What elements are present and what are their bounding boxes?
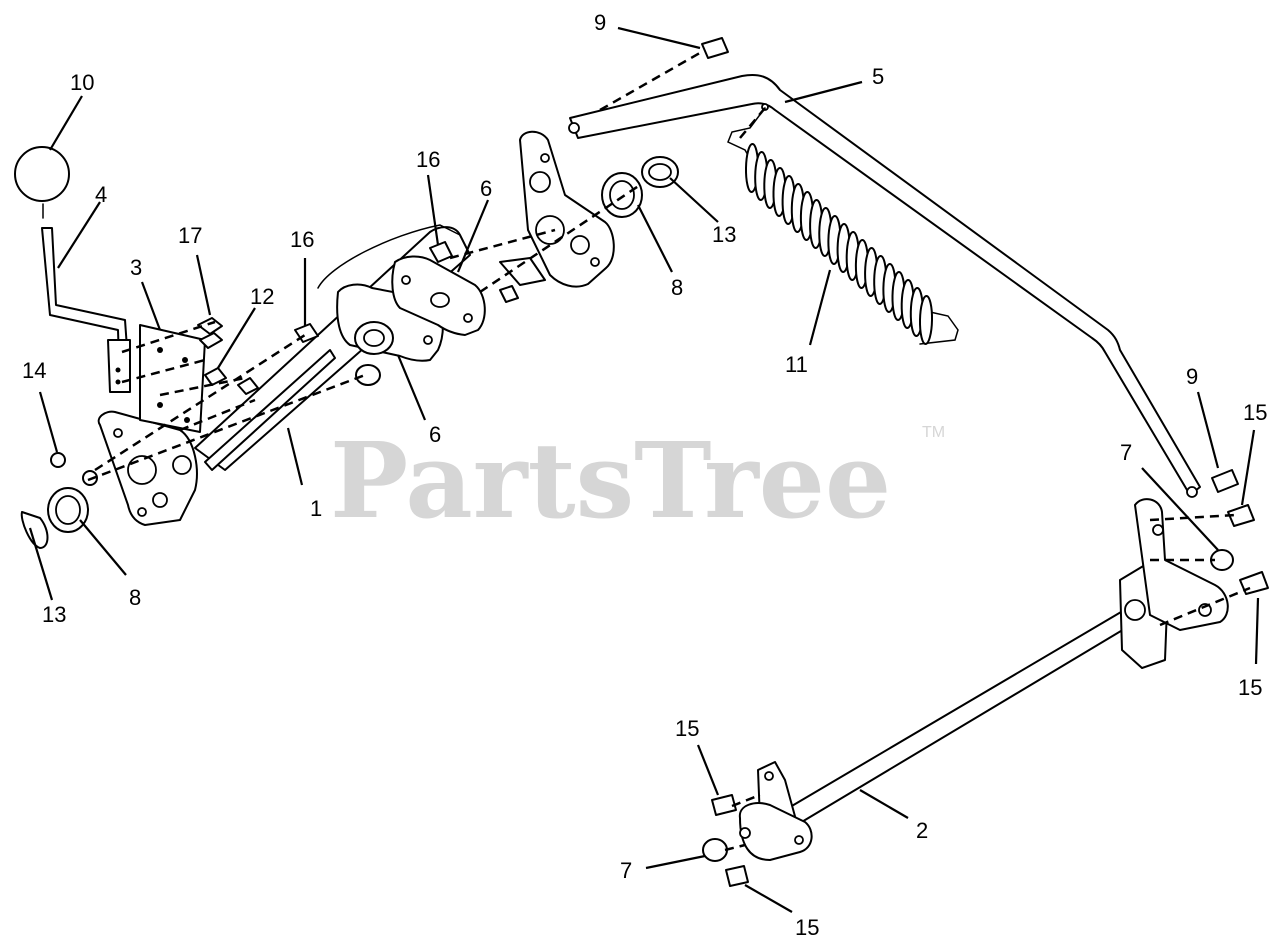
callout-11: 11 <box>785 352 808 377</box>
callout-8-right: 8 <box>671 275 683 300</box>
callout-1: 1 <box>310 496 322 521</box>
watermark-trademark: TM <box>922 424 945 441</box>
callout-16-top: 16 <box>416 147 440 172</box>
callout-15-lower-bottom: 15 <box>795 915 819 940</box>
callout-7-right: 7 <box>1120 440 1132 465</box>
callout-8-left: 8 <box>129 585 141 610</box>
callout-labels: 10 4 3 17 12 14 16 16 6 6 1 8 13 8 13 9 … <box>22 10 1267 940</box>
callout-15-lower-top: 15 <box>675 716 699 741</box>
callout-9-right: 9 <box>1186 364 1198 389</box>
callout-3: 3 <box>130 255 142 280</box>
callout-9-top: 9 <box>594 10 606 35</box>
callout-10: 10 <box>70 70 94 95</box>
callout-16-left: 16 <box>290 227 314 252</box>
callout-6-top: 6 <box>480 176 492 201</box>
callout-2: 2 <box>916 818 928 843</box>
callout-7-lower: 7 <box>620 858 632 883</box>
callout-17: 17 <box>178 223 202 248</box>
lift-arm-plate <box>499 130 615 288</box>
callout-14: 14 <box>22 358 46 383</box>
part-10-knob <box>14 146 70 219</box>
callout-15-right-top: 15 <box>1243 400 1267 425</box>
part-4-lift-lever <box>41 227 131 393</box>
watermark-text: PartsTree <box>330 419 891 542</box>
assembly-lines <box>87 48 1251 852</box>
part-6-pivot-brackets <box>317 224 486 362</box>
hardware <box>20 37 1269 887</box>
part-2-lower-shaft <box>738 498 1229 861</box>
callout-5: 5 <box>872 64 884 89</box>
callout-4: 4 <box>95 182 107 207</box>
leader-lines <box>28 26 1260 913</box>
spring-coil <box>918 295 934 345</box>
part-3-plate <box>139 324 206 433</box>
callout-13-left: 13 <box>42 602 66 627</box>
callout-13-right: 13 <box>712 222 736 247</box>
callout-15-right-bottom: 15 <box>1238 675 1262 700</box>
part-11-spring <box>727 107 959 345</box>
callout-12: 12 <box>250 284 274 309</box>
callout-6-bottom: 6 <box>429 422 441 447</box>
